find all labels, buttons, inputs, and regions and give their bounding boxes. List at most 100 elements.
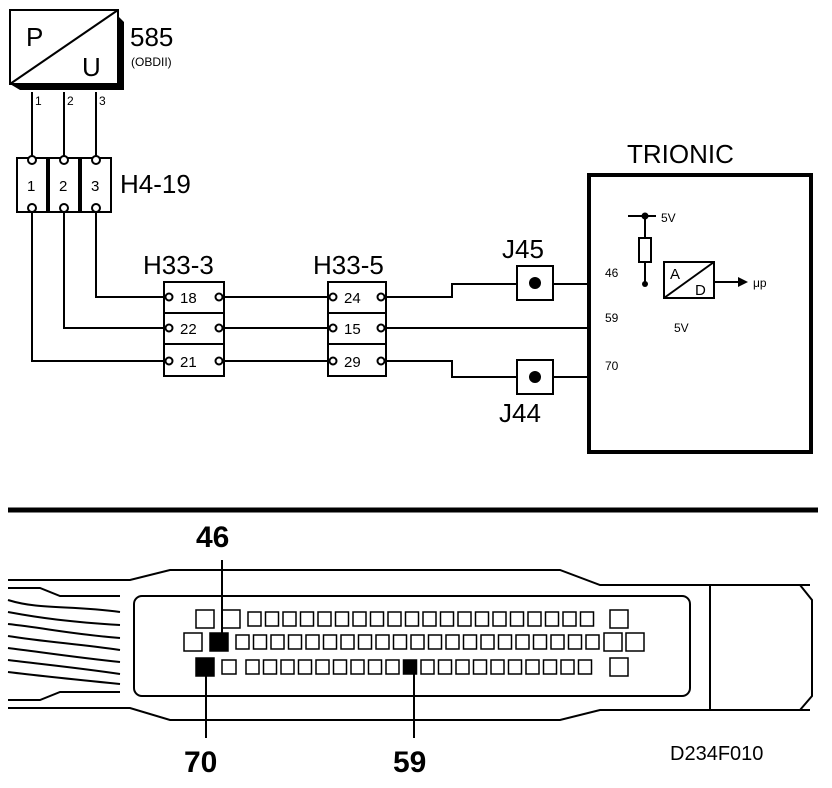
pin (544, 611, 560, 627)
sensor-pin-2: 2 (67, 94, 74, 108)
figure-code: D234F010 (670, 743, 763, 765)
pin (235, 634, 250, 650)
pin (305, 634, 320, 650)
pin (422, 611, 437, 627)
wires-h4-to-h33-3 (31, 212, 164, 362)
pin (490, 659, 505, 675)
pin (457, 611, 472, 627)
pin (221, 659, 237, 675)
h33-5-pin-15: 15 (344, 321, 361, 338)
pin-large (195, 609, 215, 629)
pin (375, 634, 390, 650)
pin-large (609, 609, 629, 629)
sensor-u-label: U (82, 52, 101, 82)
h33-5-pin-24: 24 (344, 290, 361, 307)
pin (350, 659, 365, 675)
pin (445, 634, 460, 650)
pin (317, 611, 332, 627)
pin-large (609, 657, 629, 677)
pin (299, 611, 315, 627)
pin (560, 659, 575, 675)
h4-pin-2: 2 (59, 178, 67, 195)
h33-5-pin-29: 29 (344, 354, 361, 371)
pin (455, 659, 470, 675)
pin (387, 611, 402, 627)
pin-large (603, 632, 623, 652)
mu-p-label: μp (753, 276, 767, 290)
pin (280, 659, 295, 675)
sensor-pin-3: 3 (99, 94, 106, 108)
h33-3-pin-18: 18 (180, 290, 197, 307)
pin-large (183, 632, 203, 652)
pin (437, 659, 453, 675)
pin (245, 659, 260, 675)
pin (247, 611, 262, 627)
callout-70: 70 (184, 746, 217, 779)
trionic-ecu: TRIONIC 5V 46 A D μp 59 5V 70 (587, 139, 813, 454)
pin (270, 634, 285, 650)
sensor-pin-1: 1 (35, 94, 42, 108)
pin (480, 634, 495, 650)
h33-3-label: H33-3 (143, 250, 214, 280)
pin (577, 659, 593, 675)
callout-59: 59 (393, 746, 426, 779)
pin (252, 634, 268, 650)
j44-label: J44 (499, 398, 541, 428)
connector-h33-5: H33-5 24 15 29 (313, 250, 387, 377)
pin (542, 659, 558, 675)
adc-d-label: D (695, 282, 706, 299)
pin (334, 611, 350, 627)
wire-bundle (7, 599, 121, 685)
h33-3-pin-21: 21 (180, 354, 197, 371)
pin (462, 634, 478, 650)
pin (420, 659, 435, 675)
pin (550, 634, 565, 650)
h4-pin-3: 3 (91, 178, 99, 195)
junction-j44: J44 (499, 359, 554, 428)
callout-46: 46 (196, 521, 229, 554)
junction-j45: J45 (502, 234, 554, 301)
ecu-pin-46: 46 (605, 266, 619, 280)
pin (385, 659, 400, 675)
pin (527, 611, 542, 627)
pin (410, 634, 425, 650)
connector-h4-19: 1 2 3 H4-19 (16, 155, 191, 213)
pin (282, 611, 297, 627)
pin (367, 659, 383, 675)
sensor-obd-label: (OBDII) (131, 55, 172, 69)
pin (315, 659, 330, 675)
pin (532, 634, 548, 650)
pin (322, 634, 338, 650)
adc-a-label: A (670, 266, 680, 283)
pin (567, 634, 583, 650)
pin (525, 659, 540, 675)
pin (340, 634, 355, 650)
wires-h33-3-to-h33-5 (224, 296, 328, 362)
pin (507, 659, 523, 675)
pin (472, 659, 488, 675)
pin (392, 634, 408, 650)
ecu-pin-59: 59 (605, 311, 619, 325)
pin-large (221, 609, 241, 629)
pin (369, 611, 385, 627)
pin (297, 659, 313, 675)
pin-46 (209, 632, 229, 652)
pin (352, 611, 367, 627)
pin (579, 611, 595, 627)
pin (562, 611, 577, 627)
h4-label: H4-19 (120, 169, 191, 199)
pin (427, 634, 443, 650)
connector-h33-3: H33-3 18 22 21 (143, 250, 225, 377)
ecu-out-5v: 5V (674, 321, 689, 335)
pressure-sensor-585: P U 585 (OBDII) 1 2 3 (9, 9, 173, 108)
ecu-pin-70: 70 (605, 359, 619, 373)
pin (439, 611, 455, 627)
pin (497, 634, 513, 650)
pin (264, 611, 280, 627)
pin (332, 659, 348, 675)
pin (585, 634, 600, 650)
pin-large (625, 632, 645, 652)
h33-3-pin-22: 22 (180, 321, 197, 338)
pin (287, 634, 303, 650)
